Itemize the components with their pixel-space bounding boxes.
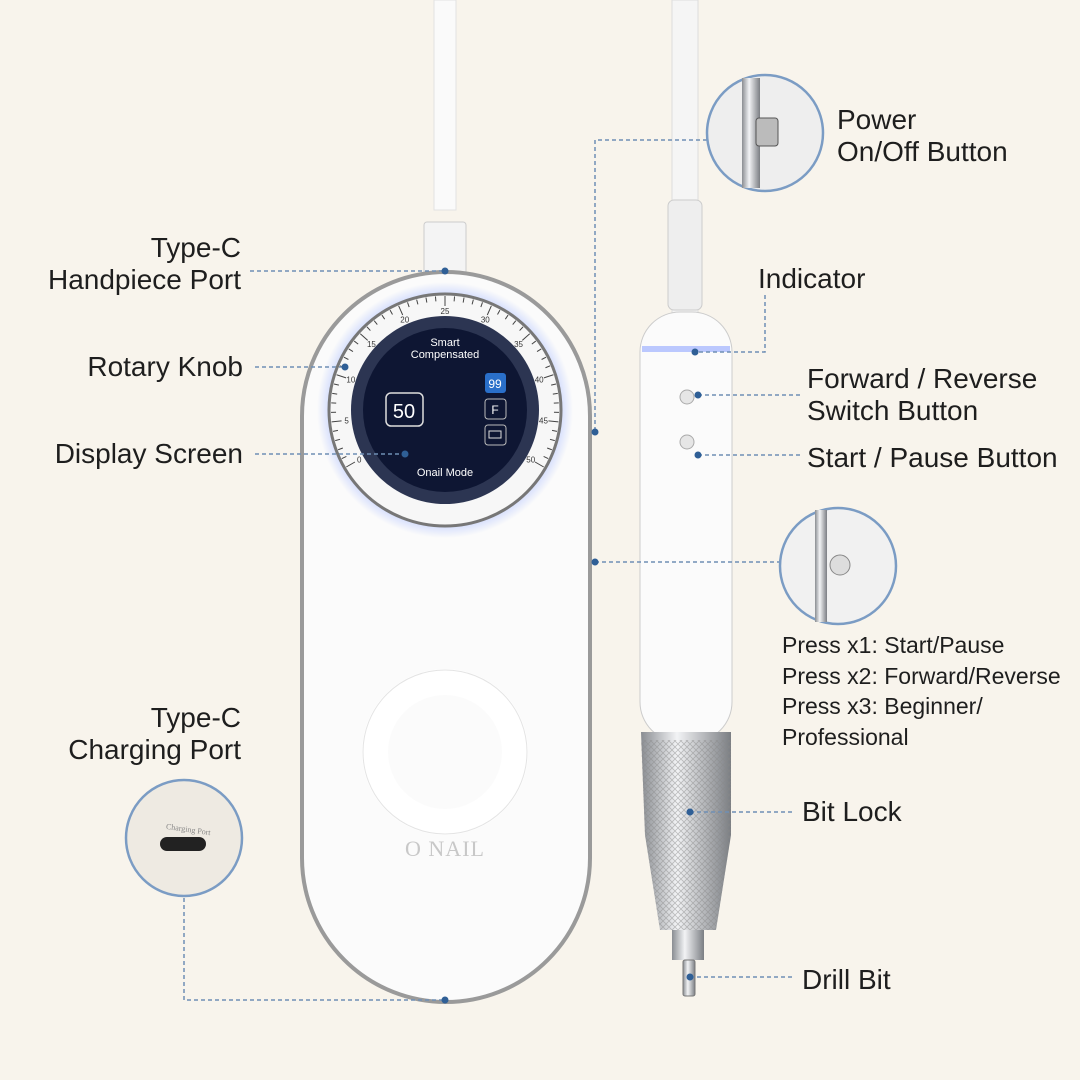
label-drill-bit: Drill Bit [802,964,891,995]
forward-reverse-button[interactable] [679,389,695,405]
leader-dots [341,267,702,1004]
screen-title-1: Smart [430,337,459,349]
dial-tick-label: 10 [346,375,355,384]
dial-tick [545,365,551,369]
dial-tick [337,447,344,451]
dial-tick [546,447,553,451]
dial-tick [331,420,342,423]
dial-tick [551,383,557,386]
badge-99: 99 [488,377,502,391]
dial-tick [398,305,404,316]
dial-tick [389,309,393,315]
dial-tick [332,429,339,432]
label-display-screen: Display Screen [54,438,243,469]
dial-tick [548,420,559,423]
dial-tick [332,392,338,395]
dial-tick [343,356,349,360]
dial-tick [534,461,544,468]
dial-tick-label: 25 [441,307,450,316]
start-pause-button[interactable] [679,434,695,450]
dial-tick [519,326,524,331]
dial-tick [346,461,356,468]
dial-tick [512,320,517,325]
dial-tick [486,305,492,316]
label-bit-lock: Bit Lock [802,796,902,827]
lower-ring [362,669,528,835]
dial-tick-label: 35 [514,340,523,349]
dial-tick [336,374,347,379]
dial-tick [497,309,501,315]
dial-tick-label: 40 [535,375,544,384]
dial-tick-label: 0 [357,456,362,465]
dial-tick [333,383,339,386]
dial-tick [521,333,531,341]
dial-tick [425,297,428,303]
label-start-pause: Start / Pause Button [807,442,1058,473]
dial-tick [341,455,347,459]
dial-tick [531,340,537,345]
screen-title-2: Compensated [411,349,480,361]
dial-tick [359,333,369,341]
dial-tick [543,455,549,459]
dial-tick [543,374,554,379]
dial-tick-label: 30 [481,316,490,325]
dial-tick [416,299,419,305]
power-cable [433,0,457,211]
dial-tick-label: 15 [367,340,376,349]
dial-tick [504,314,509,320]
leader-lines [183,139,800,1001]
usb-c-plug [423,221,467,275]
charging-port-inset [124,778,244,898]
dial-tick-label: 20 [400,316,409,325]
dial-tick-label: 50 [526,456,535,465]
dial-tick [480,302,483,308]
badge-f: F [491,403,498,417]
dial-tick [381,314,386,320]
power-button-inset [705,73,825,193]
dial-tick [541,356,547,360]
dial-tick [552,392,558,395]
brand-logo: O NAIL [405,836,485,861]
dial-tick [353,340,359,345]
dial-tick [536,348,542,353]
dial-tick [373,320,378,325]
dial-tick [348,348,354,353]
dial-tick [407,302,410,308]
battery-icon [488,430,502,439]
speed-value: 50 [393,401,415,423]
dial-ticks: 0 5 10 15 20 25 30 35 40 45 50 [331,296,559,468]
dial-tick [366,326,371,331]
dial-tick [335,438,341,442]
label-rotary-knob: Rotary Knob [87,351,243,382]
dial-tick [462,297,465,303]
handpiece [639,311,733,743]
button-inset [778,506,898,626]
dial-tick [551,429,558,432]
label-indicator: Indicator [758,263,866,294]
dial-tick [471,299,474,305]
dial-tick [549,438,555,442]
dial-tick-label: 5 [344,416,349,425]
mode-label: Onail Mode [417,467,473,479]
dial-tick-label: 45 [539,416,548,425]
